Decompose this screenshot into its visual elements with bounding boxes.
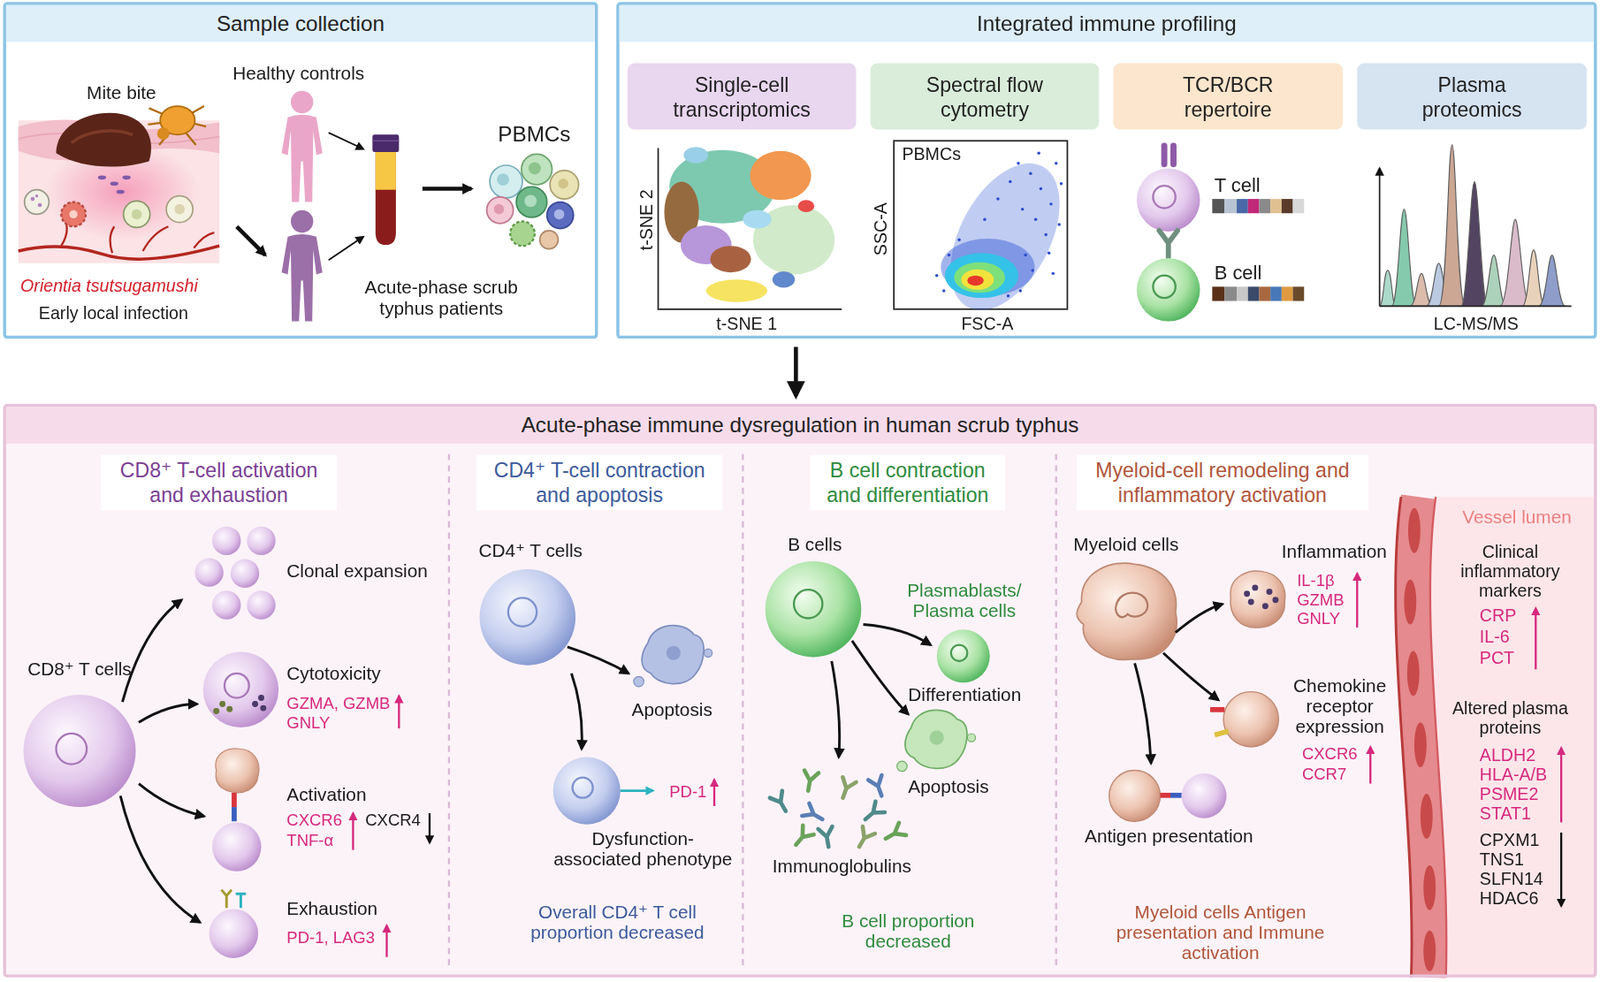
process-label: Chemokine receptor expression [1283,675,1396,738]
marker-down: CXCR4 [365,811,421,831]
flow-arrow [793,346,799,396]
marker-up: GNLY [1296,609,1341,629]
group-label: Healthy controls [232,63,365,84]
cell-label: CD8⁺ T cells [27,659,132,680]
marker-down: HDAC6 [1479,888,1540,908]
cell-label: T cell [1214,174,1261,197]
method-label: Plasma proteomics [1392,71,1553,121]
marker-down: CPXM1 [1479,830,1540,851]
marker-up: TNF-α [286,831,334,851]
group-label: Acute-phase scrub typhus patients [342,277,541,320]
summary-text: B cell proportion decreased [815,911,1000,953]
cell-label: Plasmablasts/ Plasma cells [903,580,1027,623]
marker-up: CXCR6 [286,811,343,831]
process-label: Dysfunction-associated phenotype [550,828,735,870]
marker-up: IL-6 [1479,627,1510,648]
marker-up: CRP [1479,606,1517,626]
site-label: Early local infection [38,304,189,324]
marker-up: PD-1, LAG3 [286,928,375,947]
sample-label: PBMCs [497,122,571,147]
summary-text: Myeloid cells Antigen presentation and I… [1112,901,1327,964]
process-label: Differentiation [907,685,1021,706]
process-label: Apoptosis [907,776,989,797]
summary-text: Overall CD4⁺ T cell proportion decreased [520,901,715,944]
marker-down: TNS1 [1479,850,1524,870]
axis-label: t-SNE 2 [637,189,657,251]
process-label: Cytotoxicity [286,662,381,684]
cell-label: B cells [787,534,842,556]
method-label: Single-cell transcriptomics [662,71,822,121]
marker-up: IL-1β [1296,571,1334,590]
method-box: Spectral flow cytometry [870,63,1100,130]
region-label: Vessel lumen [1462,507,1572,528]
group-label: Altered plasma proteins [1443,699,1577,739]
cell-label: CD4⁺ T cells [478,540,583,562]
plot-label: PBMCs [901,144,961,165]
marker-down: SLFN14 [1479,868,1544,889]
method-label: Spectral flow cytometry [905,71,1065,121]
process-label: Exhaustion [286,899,378,920]
method-box: Single-cell transcriptomics [627,63,857,130]
method-box: TCR/BCR repertoire [1112,63,1343,130]
process-label: Activation [286,784,366,806]
process-label: Antigen presentation [1084,826,1254,847]
site-label: Mite bite [86,83,157,104]
marker-up: GZMA, GZMB [286,694,390,714]
axis-label: t-SNE 1 [716,314,778,335]
marker-up: CXCR6 [1302,745,1358,764]
cell-label: B cell [1214,262,1263,285]
axis-label: LC-MS/MS [1433,314,1519,335]
section-heading: B cell contraction and differentiation [810,455,1006,511]
method-label: TCR/BCR repertoire [1148,71,1309,121]
process-label: Inflammation [1281,541,1387,563]
section-heading: CD8⁺ T-cell activation and exhaustion [100,455,337,511]
panel-heading: Integrated immune profiling [619,5,1594,43]
section-heading: CD4⁺ T-cell contraction and apoptosis [476,455,723,511]
marker-up: PD-1 [669,782,707,801]
marker-up: GZMB [1296,590,1344,610]
cell-label: Myeloid cells [1073,534,1179,556]
method-box: Plasma proteomics [1356,63,1587,130]
axis-label: SSC-A [870,202,891,256]
pathogen-label: Orientia tsutsugamushi [20,276,199,297]
marker-up: HLA-A/B [1479,765,1547,785]
panel-heading: Acute-phase immune dysregulation in huma… [6,407,1594,445]
group-label: Clinical inflammatory markers [1448,542,1572,602]
marker-up: ALDH2 [1479,746,1536,766]
marker-up: GNLY [286,714,330,733]
process-label: Clonal expansion [286,561,427,582]
marker-up: CCR7 [1302,765,1347,785]
product-label: Immunoglobulins [772,855,912,877]
panel: Integrated immune profilingSingle-cell t… [616,1,1597,339]
panel-heading: Sample collection [6,5,595,43]
marker-up: STAT1 [1479,804,1532,824]
section-heading: Myeloid-cell remodeling and inflammatory… [1076,455,1369,511]
marker-up: PCT [1479,648,1515,669]
process-label: Apoptosis [632,700,713,721]
axis-label: FSC-A [960,314,1014,335]
marker-up: PSME2 [1479,784,1540,805]
